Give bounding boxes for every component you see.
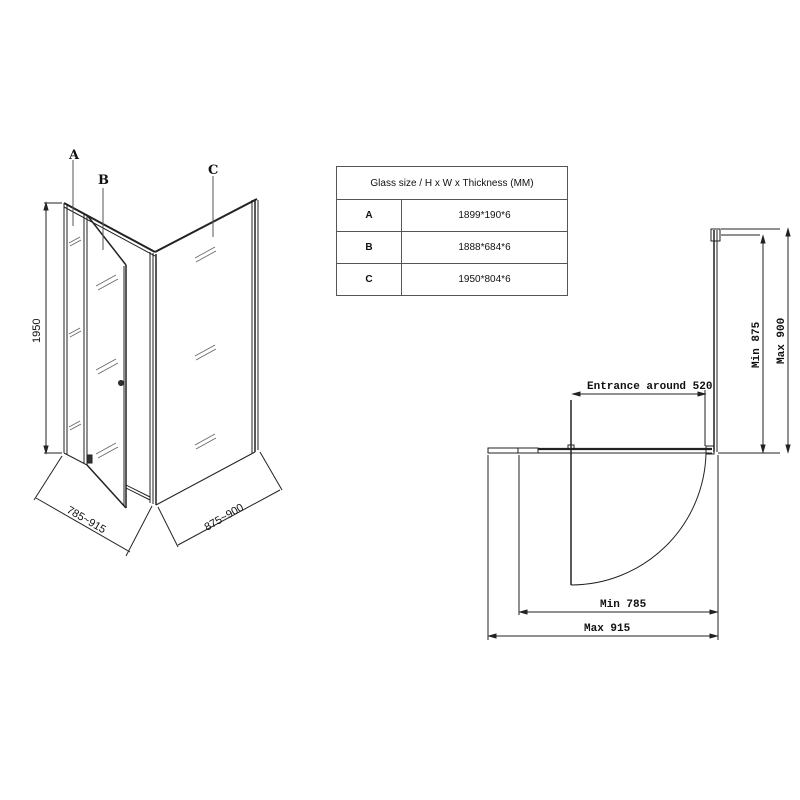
table-row: B 1888*684*6 <box>336 231 568 264</box>
table-header: Glass size / H x W x Thickness (MM) <box>336 166 568 200</box>
side-width-dimension-label: 875~900 <box>203 502 246 534</box>
min-depth-label: Min 875 <box>751 321 763 368</box>
front-width-dimension-label: 785~915 <box>65 504 108 536</box>
panel-cell: B <box>336 231 402 264</box>
entrance-dimension-label: Entrance around 520 <box>587 381 712 393</box>
panel-a-label: A <box>68 148 80 163</box>
panel-cell: A <box>336 199 402 232</box>
isometric-view <box>33 160 283 557</box>
panel-c-label: C <box>208 163 218 178</box>
panel-cell: C <box>336 263 402 296</box>
height-dimension-label: 1950 <box>31 319 43 343</box>
table-header-row: Glass size / H x W x Thickness (MM) <box>336 166 568 200</box>
size-cell: 1888*684*6 <box>401 231 568 264</box>
table-row: C 1950*804*6 <box>336 263 568 296</box>
size-cell: 1950*804*6 <box>401 263 568 296</box>
glass-size-table: Glass size / H x W x Thickness (MM) A 18… <box>336 166 568 296</box>
panel-b-label: B <box>98 173 109 188</box>
max-depth-label: Max 900 <box>776 318 788 364</box>
min-width-label: Min 785 <box>600 599 647 611</box>
size-cell: 1899*190*6 <box>401 199 568 232</box>
max-width-label: Max 915 <box>584 623 631 635</box>
plan-view <box>487 227 791 640</box>
table-row: A 1899*190*6 <box>336 199 568 232</box>
